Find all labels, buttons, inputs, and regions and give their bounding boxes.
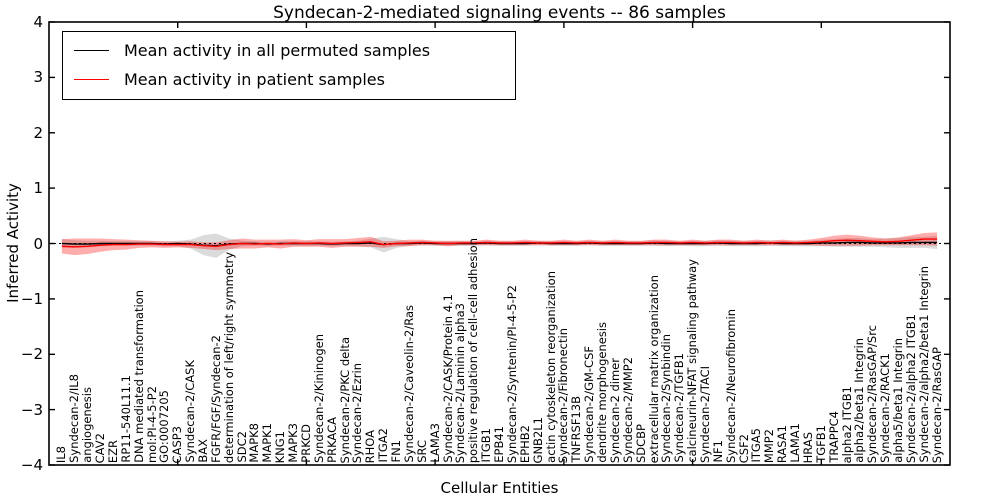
y-tick-label: 4 xyxy=(33,13,43,31)
y-tick-label: −2 xyxy=(20,345,43,364)
chart-title: Syndecan-2-mediated signaling events -- … xyxy=(273,3,726,23)
legend-label-patient: Mean activity in patient samples xyxy=(124,70,385,89)
y-tick-label: −3 xyxy=(20,400,43,419)
permuted-std-band xyxy=(61,233,938,258)
y-tick-label: 0 xyxy=(33,234,43,253)
y-tick-label: 3 xyxy=(33,68,43,87)
patient-line-sample-icon xyxy=(74,79,109,80)
y-tick-label: 2 xyxy=(33,123,43,142)
x-axis-label: Cellular Entities xyxy=(440,479,559,497)
y-tick-label: 1 xyxy=(33,179,43,198)
y-tick-label: −4 xyxy=(20,456,43,474)
y-tick-label-group: 4 3 2 1 0 −1 −2 −3 −4 xyxy=(0,0,43,500)
legend: Mean activity in all permuted samples Me… xyxy=(62,31,516,100)
legend-item-patient: Mean activity in patient samples xyxy=(63,65,515,94)
legend-item-permuted: Mean activity in all permuted samples xyxy=(63,36,515,65)
y-tick-label: −1 xyxy=(20,289,43,308)
permuted-line-sample-icon xyxy=(74,50,109,51)
legend-label-permuted: Mean activity in all permuted samples xyxy=(124,41,431,60)
patient-mean-line xyxy=(61,238,938,248)
